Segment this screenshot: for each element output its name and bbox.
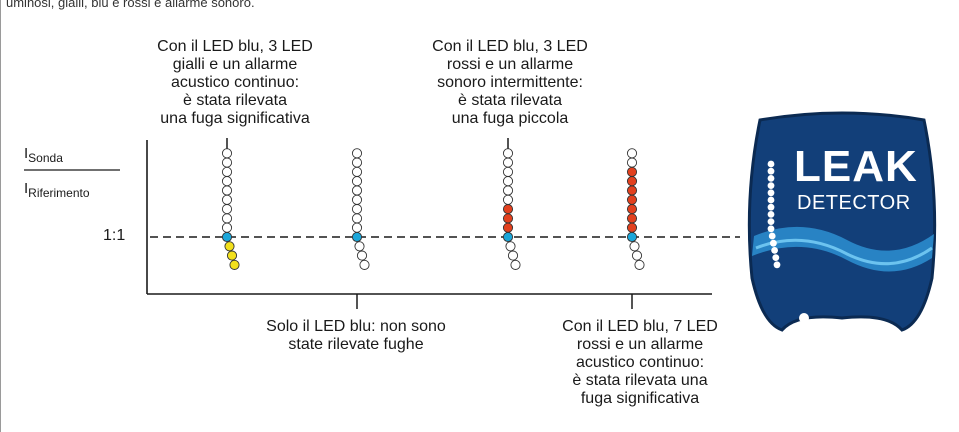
led-off bbox=[502, 148, 514, 159]
led-off bbox=[502, 176, 514, 187]
shield-led-dot bbox=[767, 218, 775, 225]
column-3 bbox=[502, 148, 521, 270]
led-off bbox=[221, 166, 233, 177]
led-off bbox=[502, 194, 514, 205]
led-off bbox=[629, 241, 640, 252]
led-off bbox=[221, 176, 233, 187]
led-off bbox=[221, 185, 233, 196]
logo-subtitle: DETECTOR bbox=[797, 192, 911, 214]
led-off bbox=[631, 250, 643, 261]
led-off bbox=[221, 194, 233, 205]
led-red bbox=[626, 222, 638, 233]
led-red bbox=[626, 176, 638, 187]
caption-column-2: Solo il LED blu: non sono state rilevate… bbox=[266, 318, 446, 353]
caption-column-1: Con il LED blu, 3 LED gialli e un allarm… bbox=[157, 38, 313, 127]
led-off bbox=[356, 250, 368, 261]
shield-led-dot bbox=[772, 254, 780, 261]
led-red bbox=[626, 213, 638, 224]
ratio-numerator-main: I bbox=[24, 145, 29, 162]
led-off bbox=[351, 204, 363, 215]
led-red bbox=[626, 185, 638, 196]
led-off bbox=[502, 185, 514, 196]
column-2 bbox=[351, 148, 370, 270]
led-off bbox=[351, 176, 363, 187]
led-blue bbox=[351, 231, 363, 243]
led-off bbox=[351, 166, 363, 177]
led-off bbox=[626, 157, 638, 168]
led-off bbox=[351, 194, 363, 205]
led-red bbox=[626, 204, 638, 215]
column-1 bbox=[221, 148, 240, 270]
led-yellow bbox=[229, 259, 240, 270]
ratio-denominator-main: I bbox=[24, 180, 29, 197]
shield-led-dot bbox=[770, 239, 777, 247]
led-red bbox=[626, 166, 638, 177]
leak-detector-logo: LEAK DETECTOR bbox=[742, 108, 942, 408]
shield-led-dot bbox=[767, 196, 775, 204]
shield-led-dot bbox=[767, 175, 775, 182]
shield-icon bbox=[747, 111, 937, 332]
ratio-denominator: IRiferimento bbox=[24, 180, 90, 200]
led-off bbox=[510, 259, 521, 270]
led-off bbox=[221, 213, 233, 224]
shield-led-dot bbox=[767, 225, 775, 233]
led-off bbox=[505, 241, 516, 252]
led-off bbox=[354, 241, 365, 252]
shield-led-dots bbox=[767, 160, 781, 269]
shield-led-dot bbox=[767, 189, 775, 197]
top-caption: uminosi, gialli, blu e rossi e allarme s… bbox=[6, 0, 255, 10]
led-off bbox=[351, 157, 363, 168]
shield-led-dot bbox=[767, 167, 775, 175]
led-off bbox=[502, 157, 514, 168]
shield-dot bbox=[799, 313, 809, 323]
led-blue bbox=[626, 231, 638, 243]
led-red bbox=[626, 194, 638, 205]
led-red bbox=[502, 222, 514, 233]
led-off bbox=[221, 148, 233, 159]
led-yellow bbox=[224, 241, 235, 252]
led-off bbox=[359, 259, 370, 270]
shield-led-dot bbox=[767, 203, 775, 211]
axis-label-1-1: 1:1 bbox=[103, 227, 126, 244]
shield-led-dot bbox=[767, 160, 775, 168]
led-red bbox=[502, 204, 514, 215]
caption-column-4: Con il LED blu, 7 LED rossi e un allarme… bbox=[562, 318, 718, 407]
logo-title: LEAK bbox=[794, 142, 918, 191]
led-off bbox=[221, 204, 233, 215]
led-off bbox=[634, 259, 645, 270]
led-columns bbox=[221, 148, 645, 270]
led-off bbox=[221, 157, 233, 168]
led-off bbox=[502, 166, 514, 177]
shield-led-dot bbox=[767, 182, 775, 189]
shield-led-dot bbox=[773, 261, 781, 269]
led-blue bbox=[502, 231, 514, 243]
led-blue bbox=[221, 231, 233, 243]
ratio-numerator: ISonda bbox=[24, 145, 63, 165]
column-4 bbox=[626, 148, 645, 270]
led-red bbox=[502, 213, 514, 224]
ratio-denominator-sub: Riferimento bbox=[28, 186, 90, 200]
shield-led-dot bbox=[768, 232, 776, 240]
led-off bbox=[221, 222, 233, 233]
led-off bbox=[351, 213, 363, 224]
led-off bbox=[351, 148, 363, 159]
shield-led-dot bbox=[767, 211, 775, 218]
led-off bbox=[507, 250, 519, 261]
ratio-numerator-sub: Sonda bbox=[28, 151, 63, 165]
led-off bbox=[351, 185, 363, 196]
led-yellow bbox=[226, 250, 238, 261]
led-off bbox=[626, 148, 638, 159]
shield-led-dot bbox=[771, 247, 778, 254]
caption-column-3: Con il LED blu, 3 LED rossi e un allarme… bbox=[432, 38, 588, 127]
led-off bbox=[351, 222, 363, 233]
